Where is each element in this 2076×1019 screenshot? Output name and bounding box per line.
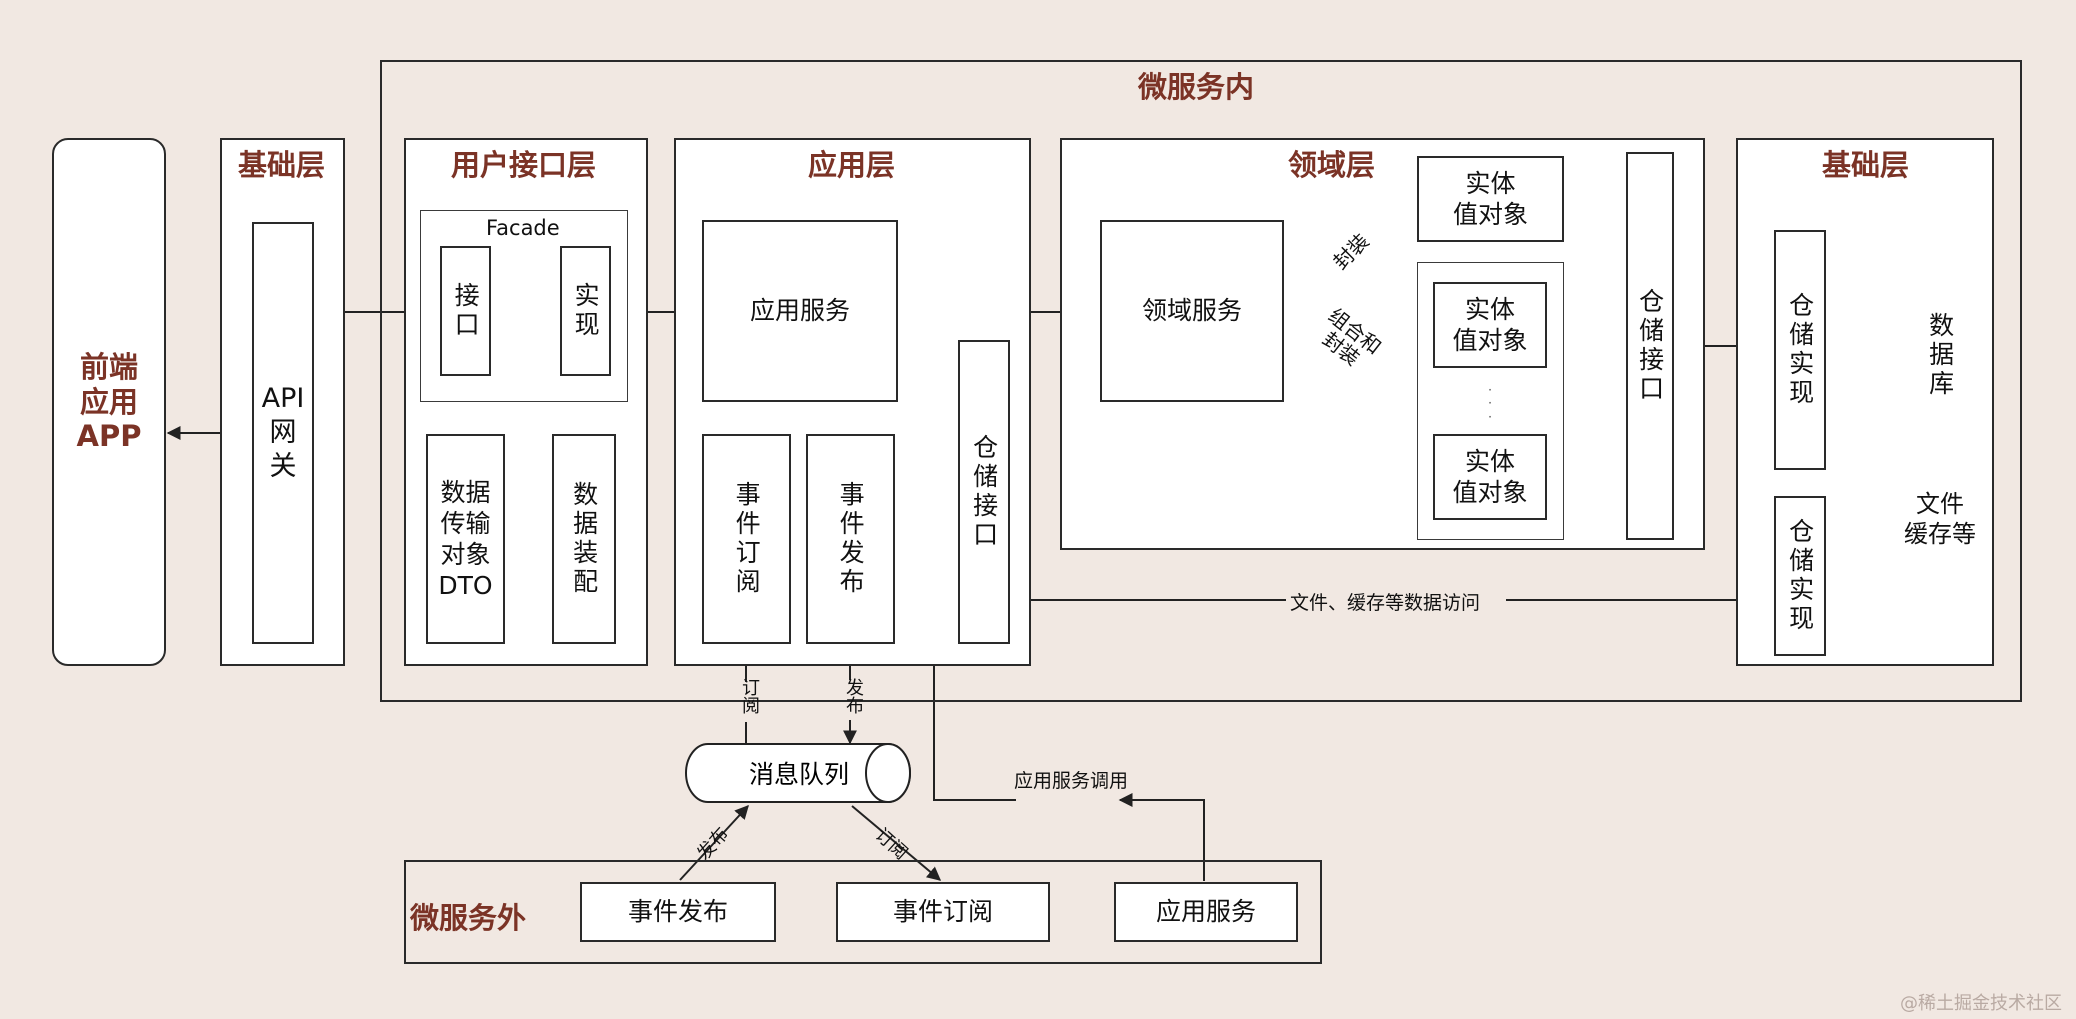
frontend-app: 前端 应用 APP: [52, 138, 166, 666]
outer-event-publish: 事件发布: [580, 882, 776, 942]
facade-label: Facade: [486, 216, 560, 240]
event-subscribe: 事件订阅: [702, 434, 791, 644]
microservice-outer-title: 微服务外: [410, 901, 527, 935]
facade-impl: 实现: [560, 246, 611, 376]
ui-layer-title: 用户接口层: [451, 148, 597, 182]
data-assembler: 数据装配: [552, 434, 616, 644]
file-cache-label: 文件 缓存等: [1904, 490, 1976, 548]
dto-box: 数据 传输 对象 DTO: [426, 434, 505, 644]
outer-publish-to-mq-arrow: [679, 804, 749, 881]
frontend-line-2: 应用: [79, 384, 138, 419]
watermark: @稀土掘金技术社区: [1900, 993, 2062, 1014]
microservice-outer-container: [404, 860, 1322, 964]
repo-impl-2: 仓储实现: [1774, 496, 1826, 656]
service-call-label: 应用服务调用: [1014, 770, 1129, 792]
outer-app-service: 应用服务: [1114, 882, 1298, 942]
microservice-inner-title: 微服务内: [1138, 70, 1255, 104]
domain-repo-interface: 仓储接口: [1626, 152, 1674, 540]
domain-layer-title: 领域层: [1288, 148, 1376, 182]
frontend-line-1: 前端: [79, 349, 138, 384]
mq-publish-tag: 发布: [843, 678, 864, 714]
event-publish: 事件发布: [806, 434, 895, 644]
entity-value-object-1: 实体 值对象: [1417, 156, 1564, 242]
facade-interface: 接口: [440, 246, 491, 376]
app-layer-title: 应用层: [808, 148, 896, 182]
infra-layer-left-title: 基础层: [238, 148, 326, 182]
file-access-label: 文件、缓存等数据访问: [1290, 592, 1481, 614]
microservice-inner-container: [380, 60, 2022, 702]
app-repo-interface: 仓储接口: [958, 340, 1010, 644]
entity-value-object-2: 实体 值对象: [1433, 282, 1547, 368]
database-label: 数据库: [1925, 311, 1955, 399]
repo-impl-1: 仓储实现: [1774, 230, 1826, 470]
outer-event-subscribe: 事件订阅: [836, 882, 1050, 942]
entity-value-object-3: 实体 值对象: [1433, 434, 1547, 520]
mq-to-outer-subscribe-arrow: [851, 805, 942, 881]
message-queue: 消息队列: [748, 760, 849, 789]
entity-ellipsis: · · ·: [1488, 383, 1492, 424]
infra-layer-right-title: 基础层: [1822, 148, 1910, 182]
mq-subscribe-tag: 订阅: [739, 678, 760, 714]
mq-cylinder: [685, 743, 911, 803]
frontend-line-3: APP: [76, 419, 142, 454]
domain-service: 领域服务: [1100, 220, 1284, 402]
api-gateway: API 网 关: [252, 222, 314, 644]
service-call-line-1: [1118, 793, 1205, 881]
app-service: 应用服务: [702, 220, 898, 402]
